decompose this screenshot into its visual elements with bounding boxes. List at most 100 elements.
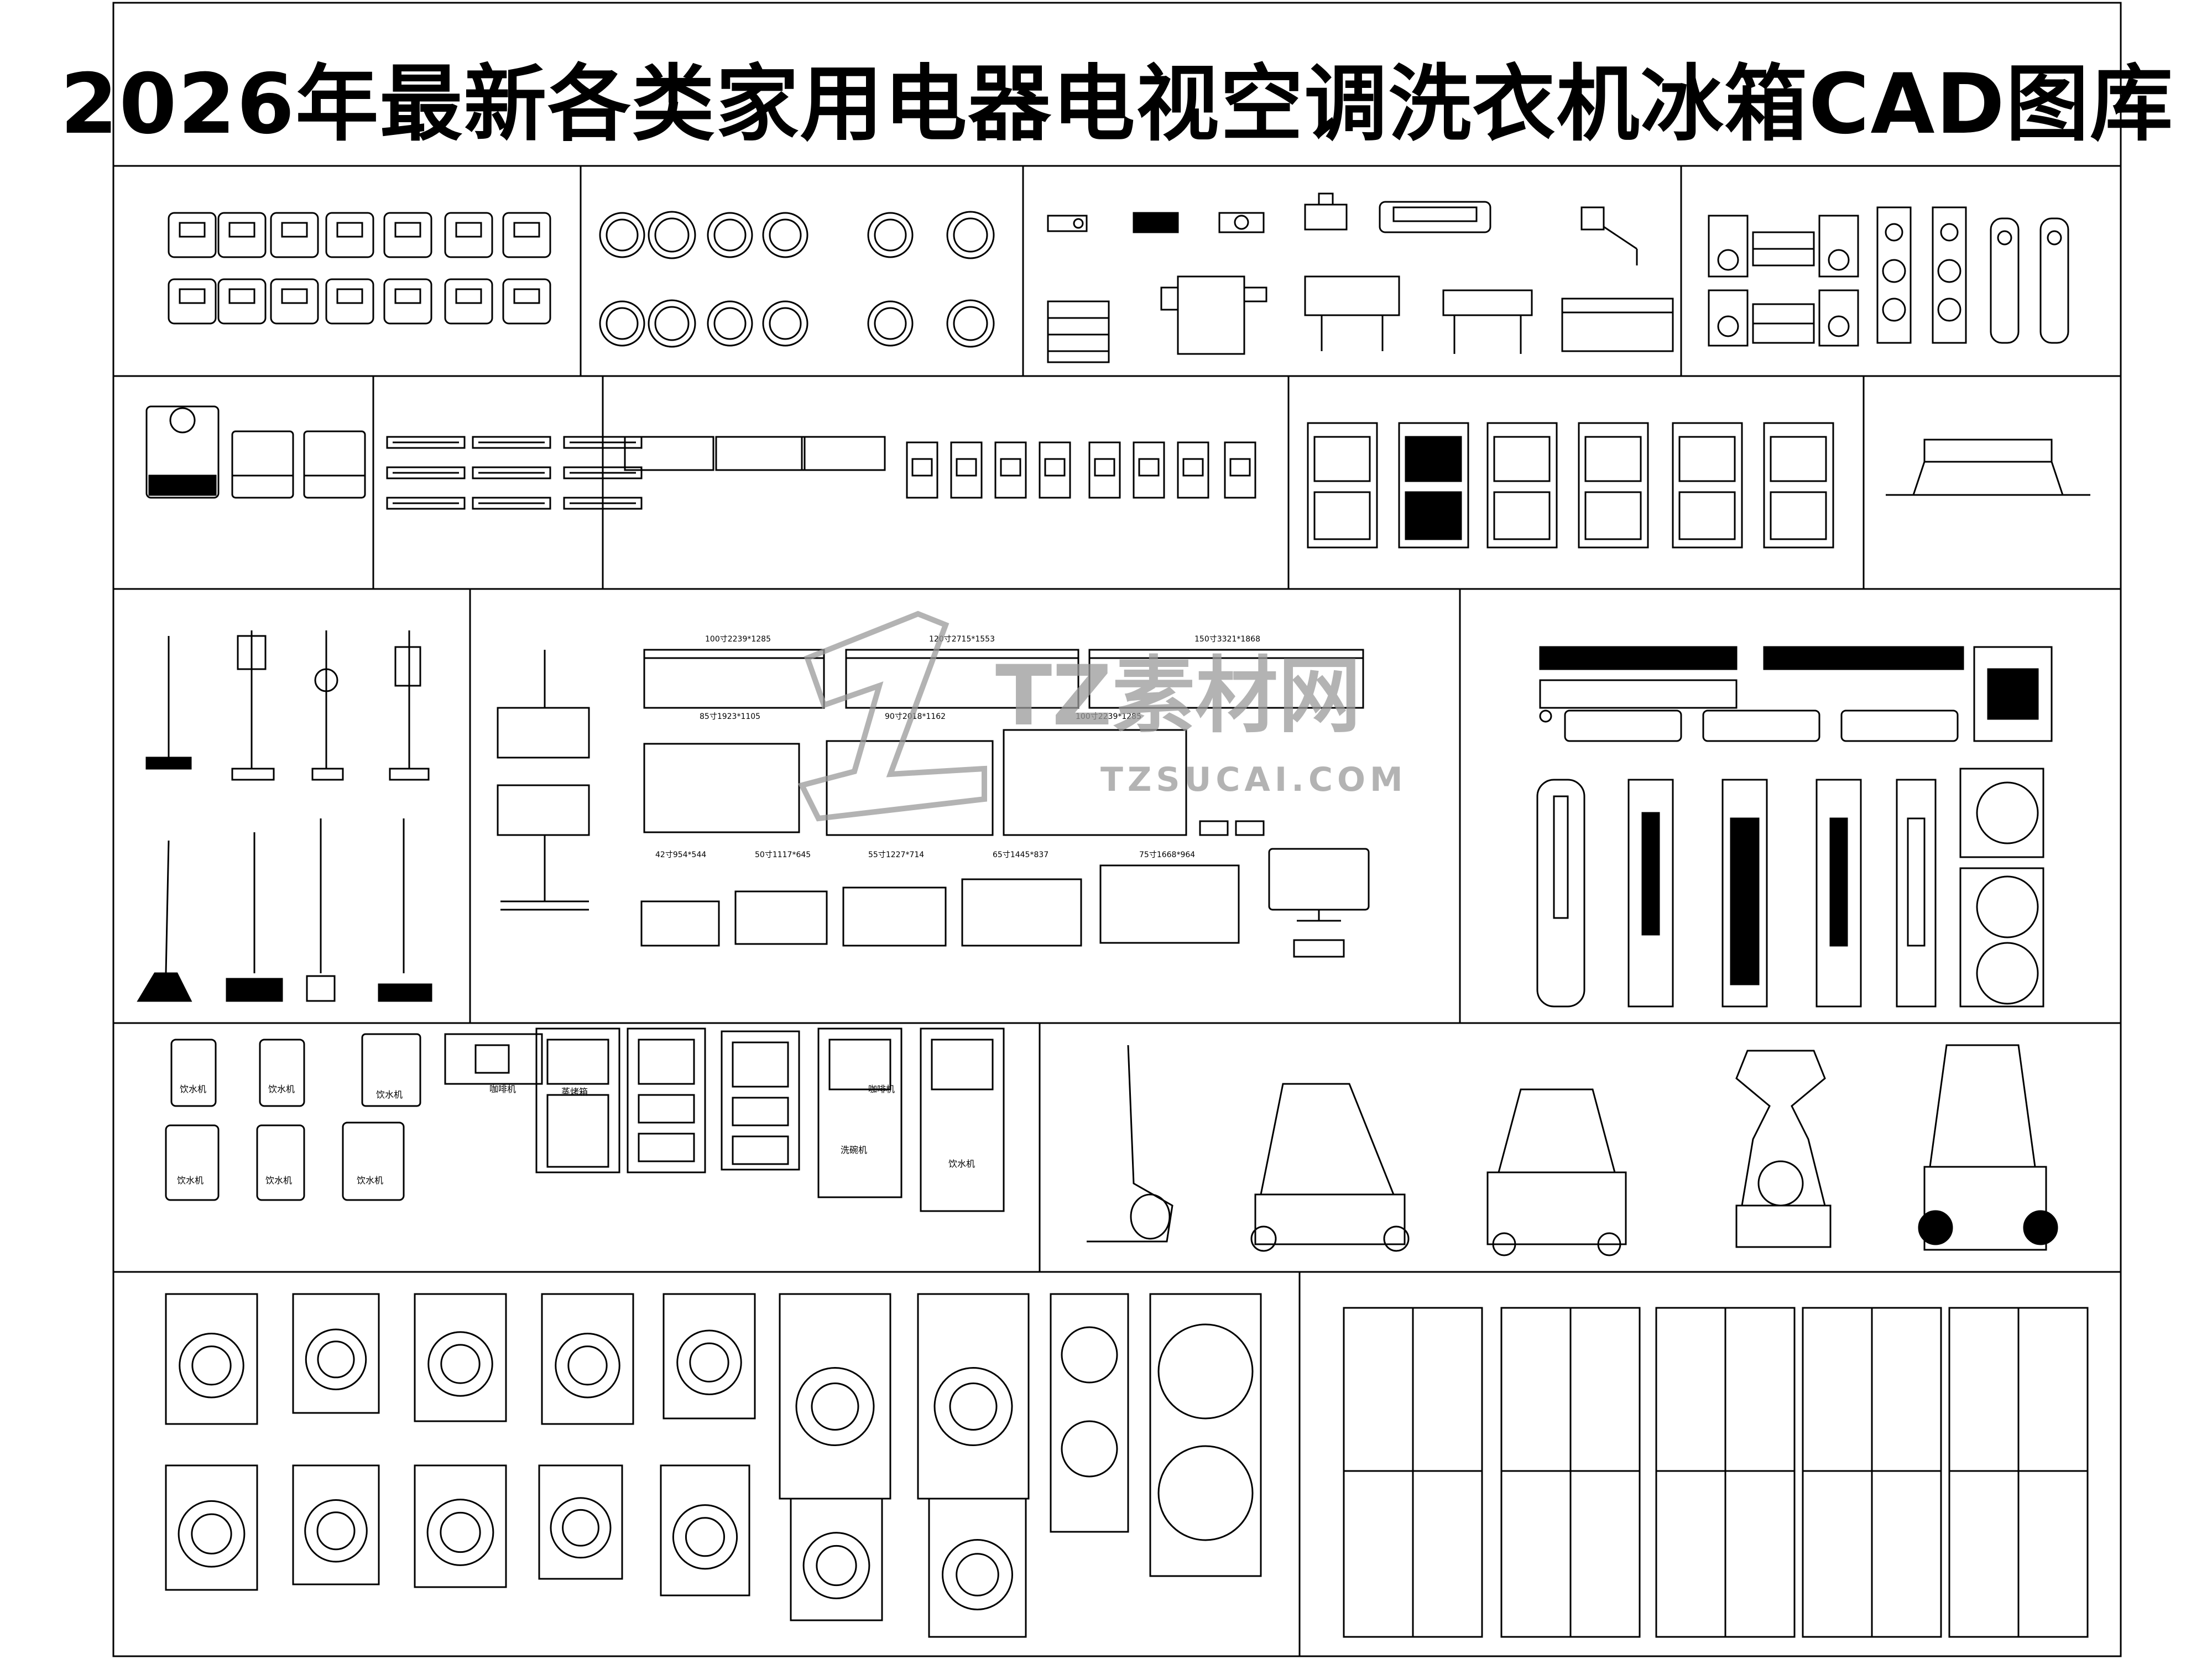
washing-machine-door xyxy=(795,1367,875,1446)
strip-unit xyxy=(563,497,643,510)
water-heater-wide xyxy=(715,436,806,471)
water-heater-panel xyxy=(1094,458,1115,477)
cooktop-ring-inner xyxy=(654,306,690,341)
water-heater-panel xyxy=(1182,458,1204,477)
watermark: TZ素材网 TZSUCAI.COM xyxy=(797,611,1403,822)
washing-machine-drum xyxy=(440,1344,481,1384)
cooktop-ring xyxy=(762,212,808,258)
rice-cooker xyxy=(444,212,493,258)
cooktop-ring-inner xyxy=(953,306,988,341)
tv-label-75: 75寸1668*964 xyxy=(1139,851,1195,859)
washing-machine xyxy=(165,1464,258,1591)
cooktop-ring xyxy=(946,211,995,259)
rice-cooker-panel xyxy=(179,222,206,238)
washing-machine-door xyxy=(178,1500,246,1568)
steam-oven-label: 蒸烤箱 xyxy=(561,1087,588,1097)
water-dispenser-label-5: 饮水机 xyxy=(265,1175,292,1186)
cooktop-ring xyxy=(946,299,995,348)
rice-cooker-panel xyxy=(281,222,308,238)
water-heater xyxy=(1039,441,1071,499)
washer-dryer-tall-door-top xyxy=(1157,1323,1254,1420)
oven-tower xyxy=(1307,422,1378,549)
washing-machine-drum xyxy=(317,1340,355,1379)
washing-machine xyxy=(165,1293,258,1425)
cooktop-ring xyxy=(707,300,753,347)
washing-machine-door xyxy=(672,1504,738,1570)
cooktop-ring-inner xyxy=(713,307,747,340)
washing-machine-door xyxy=(676,1329,742,1395)
strip-unit xyxy=(386,497,466,510)
washing-machine-group xyxy=(165,1293,1262,1638)
washing-machine xyxy=(662,1293,756,1420)
washing-machine-door xyxy=(426,1499,494,1566)
washing-machine-door xyxy=(942,1539,1013,1610)
rice-cooker-panel xyxy=(228,288,255,304)
sheet-frame xyxy=(112,2,2122,1657)
watermark-logo-icon xyxy=(797,611,987,822)
water-heater xyxy=(950,441,983,499)
rice-cooker xyxy=(383,212,432,258)
washing-machine xyxy=(538,1464,623,1580)
oven-door-top xyxy=(1493,436,1551,482)
oven-door-top xyxy=(1313,436,1371,482)
washing-machine xyxy=(414,1293,507,1422)
water-heater-panel xyxy=(1138,458,1160,477)
dishwasher-label: 洗碗机 xyxy=(841,1145,867,1155)
washing-machine xyxy=(541,1293,634,1425)
rice-cooker-panel xyxy=(394,222,421,238)
water-heater xyxy=(1177,441,1209,499)
washer-dryer-door-top xyxy=(1061,1326,1118,1384)
water-heater xyxy=(1133,441,1165,499)
water-heater-panel xyxy=(956,458,977,477)
robot-vacuum-group xyxy=(145,405,366,499)
rice-cooker xyxy=(217,212,267,258)
water-dispenser-label-2: 饮水机 xyxy=(268,1084,295,1094)
cooktop-ring xyxy=(707,212,753,258)
strip-appliance-group xyxy=(386,436,643,510)
air-conditioner-group xyxy=(1536,646,2053,1008)
oven-tower xyxy=(1578,422,1649,549)
rice-cooker xyxy=(383,278,432,325)
washing-machine-drum xyxy=(689,1342,729,1383)
cooktop-ring-inner xyxy=(953,217,988,253)
water-heater-panel xyxy=(1044,458,1066,477)
tv-label-120: 120寸2715*1553 xyxy=(929,635,995,644)
oven-door-bottom xyxy=(1493,491,1551,540)
tv-label-50: 50寸1117*645 xyxy=(755,851,811,859)
cooktop-ring-inner xyxy=(874,307,907,340)
oven-tower xyxy=(1486,422,1558,549)
washing-machine-door xyxy=(179,1333,244,1399)
tv-label-42: 42寸954*544 xyxy=(655,851,706,859)
washing-machine-drum xyxy=(956,1553,999,1597)
rice-cooker xyxy=(325,212,374,258)
oven-door-bottom xyxy=(1313,491,1371,540)
water-dispenser-label-4: 饮水机 xyxy=(177,1175,204,1186)
rice-cooker xyxy=(168,212,217,258)
rice-cooker-panel xyxy=(179,288,206,304)
water-heater-group xyxy=(624,436,1256,499)
tv-label-65: 65寸1445*837 xyxy=(993,851,1048,859)
rice-cooker-panel xyxy=(513,222,540,238)
strip-unit xyxy=(386,466,466,479)
washing-machine xyxy=(292,1293,380,1414)
cooktop-ring-inner xyxy=(713,218,747,252)
oven-door-top xyxy=(1770,436,1827,482)
washing-machine-door xyxy=(802,1532,870,1599)
office-equipment-group xyxy=(1047,192,1674,363)
washing-machine-door xyxy=(933,1367,1013,1446)
stick-vacuum-group xyxy=(137,630,432,1002)
rice-cooker-panel xyxy=(455,288,482,304)
washing-machine xyxy=(414,1464,507,1588)
oven-door-top xyxy=(1678,436,1736,482)
oven-door-bottom xyxy=(1584,491,1642,540)
water-heater xyxy=(1088,441,1121,499)
washing-machine xyxy=(790,1498,883,1621)
oven-door-bottom xyxy=(1678,491,1736,540)
tv-label-90: 90寸2018*1162 xyxy=(885,712,946,721)
cooktop-ring xyxy=(648,211,696,259)
lawn-mower-group xyxy=(1087,1044,2058,1256)
rice-cooker-panel xyxy=(281,288,308,304)
water-heater xyxy=(994,441,1027,499)
oven-tower xyxy=(1398,422,1469,549)
washing-machine-drum xyxy=(949,1383,998,1431)
